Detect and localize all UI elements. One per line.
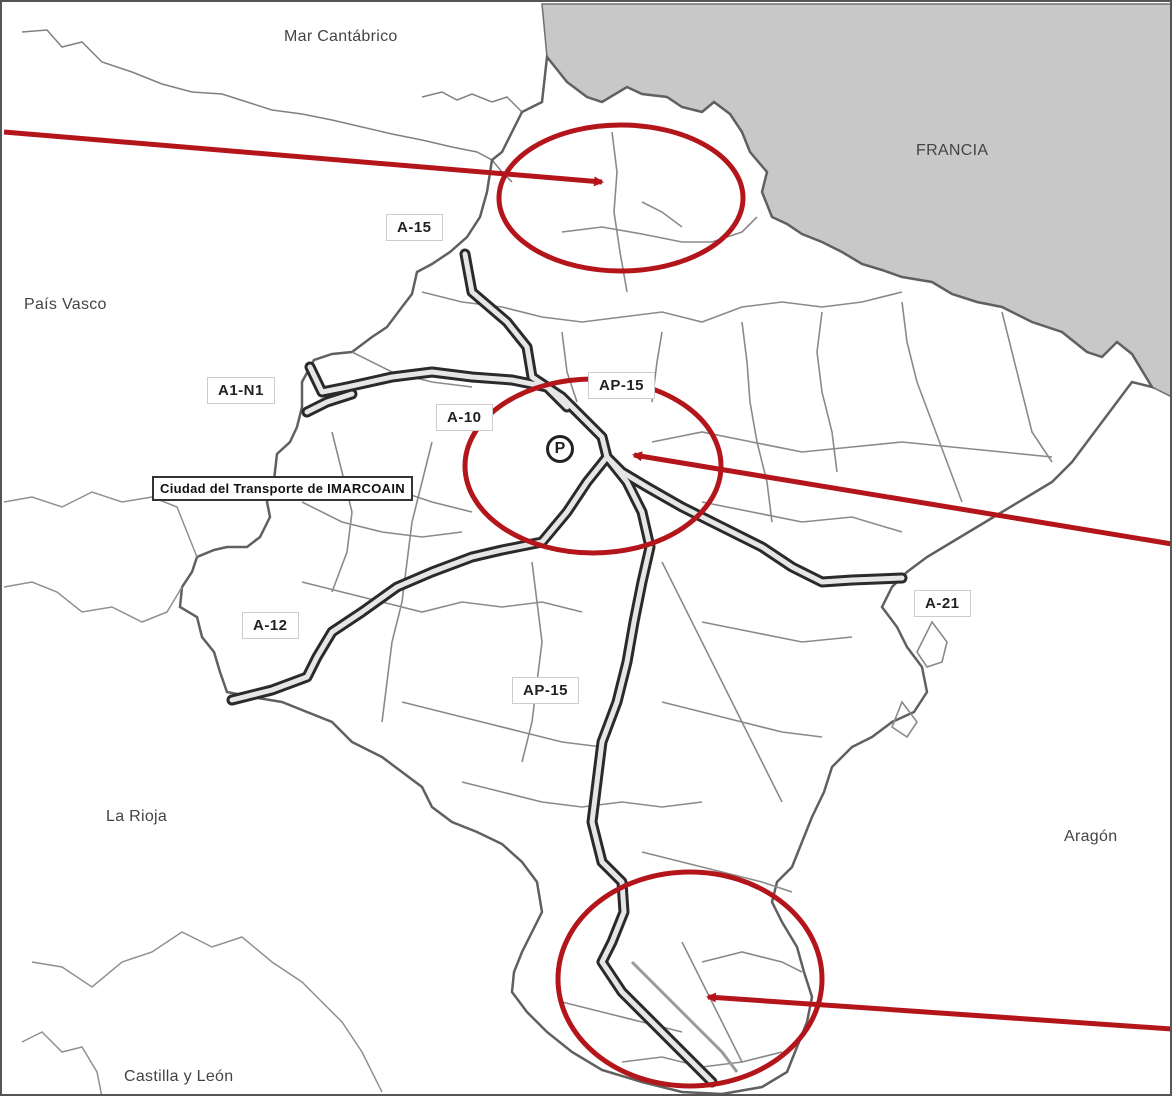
- road-label-a12: A-12: [242, 612, 299, 639]
- parking-marker-icon: P: [546, 435, 574, 463]
- highway-fill: [229, 251, 905, 1085]
- castilla-label: Castilla y León: [124, 1068, 234, 1085]
- internal-borders: [301, 131, 1053, 1068]
- basque-rioja-border: [3, 491, 198, 558]
- road-label-a1n1: A1-N1: [207, 377, 275, 404]
- south-arrow: [706, 992, 1170, 1032]
- highway-casing: [226, 248, 908, 1088]
- castilla-border-2: [21, 1031, 103, 1094]
- transport-city-label: Ciudad del Transporte de IMARCOAIN: [152, 476, 413, 501]
- tudela-rail: [630, 960, 739, 1073]
- road-label-ap15-south: AP-15: [512, 677, 580, 704]
- rioja-label: La Rioja: [106, 808, 168, 825]
- road-label-a10: A-10: [436, 404, 493, 431]
- rioja-border-west: [3, 581, 183, 623]
- center-arrow: [632, 451, 1170, 547]
- castilla-border: [31, 931, 383, 1093]
- coastline: [21, 29, 513, 183]
- basque-label: País Vasco: [24, 296, 107, 313]
- aragon-label: Aragón: [1064, 828, 1118, 845]
- road-label-a15-north: A-15: [386, 214, 443, 241]
- road-label-ap15-north: AP-15: [588, 372, 656, 399]
- south-highlight-ellipse: [555, 869, 825, 1089]
- coastline-east: [421, 56, 548, 113]
- sea-label: Mar Cantábrico: [284, 28, 398, 45]
- france-area: [541, 3, 1170, 397]
- road-label-a21: A-21: [914, 590, 971, 617]
- france-label: FRANCIA: [916, 142, 989, 159]
- north-highlight-ellipse: [496, 122, 746, 274]
- north-arrow: [3, 129, 604, 187]
- navarra-border: [178, 53, 1155, 1094]
